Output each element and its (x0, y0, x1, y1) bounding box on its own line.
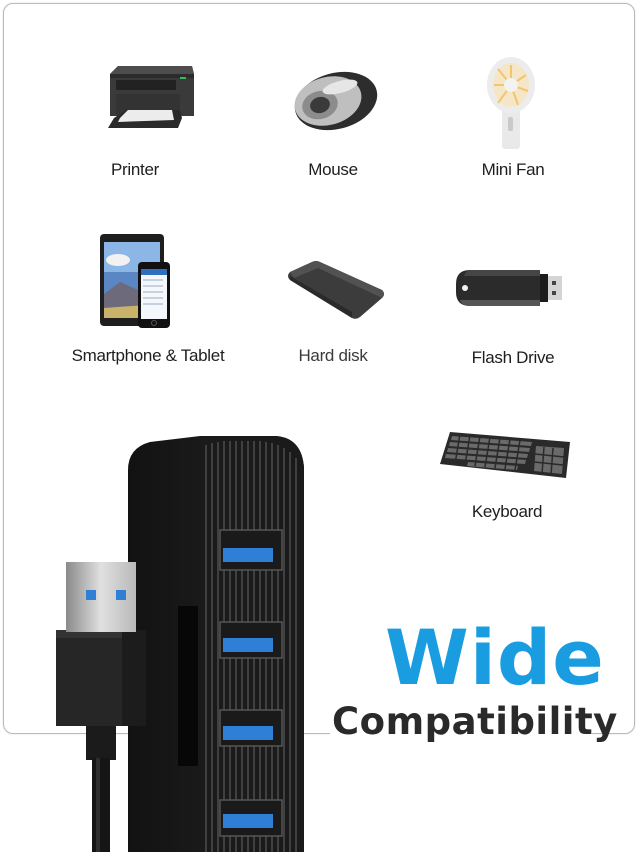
device-label: Hard disk (298, 346, 368, 365)
device-printer: Printer (80, 55, 194, 185)
flash-drive-icon (456, 270, 562, 306)
device-flash-drive: Flash Drive (456, 232, 568, 372)
usb-hub-image (56, 436, 304, 852)
device-keyboard: Keyboard (438, 425, 588, 535)
device-label: Keyboard (471, 502, 543, 521)
device-label: Smartphone & Tablet (71, 346, 225, 365)
device-label: Flash Drive (471, 348, 555, 367)
mouse-icon (294, 71, 378, 131)
device-label: Printer (111, 160, 159, 179)
usb-ports (219, 529, 283, 837)
device-hard-disk: Hard disk (278, 232, 388, 372)
headline-wide: Wide (385, 613, 605, 702)
fan-icon (487, 57, 535, 149)
content-frame (3, 3, 635, 734)
hard-disk-icon (288, 261, 384, 319)
device-mouse: Mouse (278, 55, 388, 185)
keyboard-icon (440, 432, 570, 478)
device-smartphone-tablet: Smartphone & Tablet (58, 232, 238, 372)
tablet-phone-icon (100, 234, 170, 328)
headline-compatibility: Compatibility (332, 700, 618, 743)
printer-icon (108, 66, 194, 128)
device-label: Mouse (308, 160, 358, 179)
device-mini-fan: Mini Fan (458, 55, 568, 185)
device-label: Mini Fan (481, 160, 545, 179)
frame-gap (330, 726, 592, 740)
